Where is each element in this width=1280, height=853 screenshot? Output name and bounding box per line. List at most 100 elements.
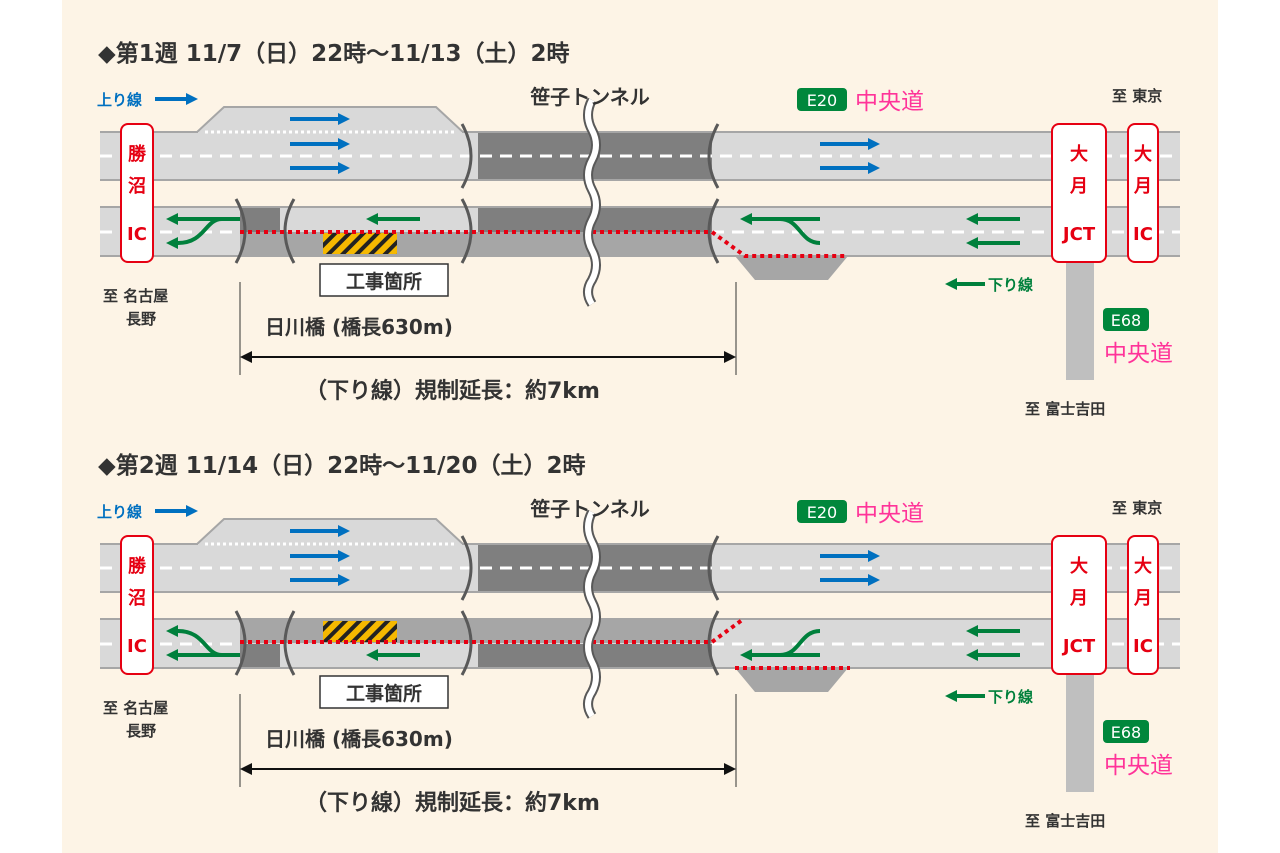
- e68-road: [1066, 674, 1094, 792]
- work-zone-hatch: [323, 621, 397, 642]
- tunnel-portal-bracket: [283, 610, 296, 676]
- to-nagano-label: 長野: [126, 722, 156, 740]
- e20-badge: [797, 500, 847, 523]
- ramp-shoulder: [735, 256, 848, 280]
- arrow-head: [166, 237, 178, 249]
- bridge-section: [240, 644, 280, 669]
- section-title: ◆第2週 11/14（日）22時～11/20（土）2時: [98, 452, 586, 479]
- arrow-head: [868, 138, 880, 150]
- dimension-arrow-left: [240, 763, 252, 775]
- bridge-label: 日川橋 (橋長630m): [265, 315, 453, 339]
- to-fujiyoshida-label: 至 富士吉田: [1025, 400, 1105, 418]
- e68-badge-text: E68: [1111, 723, 1141, 742]
- work-site-box: [319, 675, 449, 709]
- katsunuma-ic-sign-text: 沼: [128, 175, 146, 197]
- katsunuma-ic-sign-frame: [120, 123, 154, 263]
- tunnel-portal-bracket: [460, 535, 473, 601]
- up-line-arrow: [290, 550, 350, 562]
- to-fujiyoshida-label: 至 富士吉田: [1025, 812, 1105, 830]
- arrow-head: [338, 162, 350, 174]
- katsunuma-ic-sign-text: IC: [127, 636, 147, 657]
- regulation-length-label: （下り線）規制延長：約7km: [305, 378, 600, 404]
- ramp-shoulder: [735, 668, 848, 692]
- arrow-head: [966, 237, 978, 249]
- regulation-line: [240, 230, 848, 258]
- up-line-legend-arrow: [155, 505, 198, 517]
- arrow-head: [366, 649, 378, 661]
- work-zone-hatch: [323, 233, 397, 254]
- otsuki-ic-sign-text: IC: [1133, 224, 1153, 245]
- section-week-1: ◆第1週 11/7（日）22時～11/13（土）2時笹子トンネル上り線下り線勝沼…: [97, 40, 1180, 418]
- e20-badge-text: E20: [807, 503, 837, 522]
- down-line-arrow: [966, 649, 1020, 661]
- arrow-shaft: [177, 217, 223, 245]
- tunnel-portal-bracket: [460, 198, 473, 264]
- up-line-arrow: [820, 138, 880, 150]
- tunnel-portal-bracket: [707, 123, 720, 189]
- otsuki-jct-sign-frame: [1051, 123, 1107, 263]
- otsuki-jct-sign-text: 月: [1069, 176, 1088, 197]
- katsunuma-ramp-arrows: [166, 213, 240, 249]
- e20-badge: [797, 88, 847, 111]
- otsuki-ramp-arrows: [740, 213, 821, 245]
- otsuki-ic-sign-frame: [1127, 535, 1159, 675]
- closed-lane: [240, 232, 712, 256]
- tunnel-portal-bracket: [707, 198, 720, 264]
- to-nagoya-label: 至 名古屋: [103, 699, 168, 717]
- regulation-line: [240, 618, 744, 644]
- otsuki-ic-sign: 大月 IC: [1127, 123, 1159, 263]
- up-line-arrow: [290, 525, 350, 537]
- arrow-head: [966, 649, 978, 661]
- arrow-shaft: [779, 217, 821, 245]
- up-line-arrow: [820, 574, 880, 586]
- arrow-head: [945, 690, 957, 702]
- otsuki-ic-sign-text: 月: [1133, 588, 1152, 609]
- up-line-legend-arrow: [155, 93, 198, 105]
- arrow-head: [166, 213, 178, 225]
- to-tokyo-label: 至 東京: [1112, 87, 1162, 105]
- down-line-arrow: [366, 649, 420, 661]
- otsuki-jct-sign-text: 月: [1069, 588, 1088, 609]
- up-line-arrow: [290, 162, 350, 174]
- arrow-head: [868, 550, 880, 562]
- arrow-head: [945, 278, 957, 290]
- up-line-arrow: [820, 550, 880, 562]
- otsuki-ic-sign-text: 大: [1134, 555, 1152, 577]
- section-week-2: ◆第2週 11/14（日）22時～11/20（土）2時笹子トンネル上り線下り線勝…: [97, 452, 1180, 830]
- arrow-head: [740, 649, 752, 661]
- down-line-arrow: [366, 213, 420, 225]
- arrow-head: [338, 113, 350, 125]
- e68-route-name: 中央道: [1104, 753, 1173, 779]
- e20-route-name: 中央道: [855, 501, 924, 527]
- otsuki-jct-sign-text: JCT: [1061, 224, 1096, 245]
- up-line-label: 上り線: [97, 91, 142, 109]
- tunnel-portal-bracket: [283, 198, 296, 264]
- otsuki-ic-sign-text: 大: [1134, 143, 1152, 165]
- otsuki-ramp-arrows: [740, 629, 821, 661]
- bridge-section: [240, 207, 280, 232]
- dimension-arrow-right: [724, 351, 736, 363]
- e68-badge-text: E68: [1111, 311, 1141, 330]
- up-line-arrow: [290, 113, 350, 125]
- otsuki-ic-sign-text: 月: [1133, 176, 1152, 197]
- tunnel-break-fill: [585, 510, 599, 718]
- katsunuma-ic-sign-text: 沼: [128, 587, 146, 609]
- otsuki-jct-sign-text: 大: [1070, 555, 1088, 577]
- up-line-label: 上り線: [97, 503, 142, 521]
- down-line-legend-arrow: [945, 278, 985, 290]
- tunnel-portal-bracket: [234, 610, 247, 676]
- tunnel-portal-bracket: [234, 198, 247, 264]
- arrow-head: [338, 550, 350, 562]
- e20-badge-text: E20: [807, 91, 837, 110]
- arrow-head: [166, 649, 178, 661]
- e20-route-name: 中央道: [855, 89, 924, 115]
- down-line-label: 下り線: [988, 688, 1033, 706]
- work-site-label: 工事箇所: [346, 682, 422, 705]
- arrow-head: [338, 138, 350, 150]
- tunnel-break-fill: [585, 98, 599, 306]
- section-title: ◆第1週 11/7（日）22時～11/13（土）2時: [98, 40, 570, 67]
- arrow-shaft: [779, 629, 821, 657]
